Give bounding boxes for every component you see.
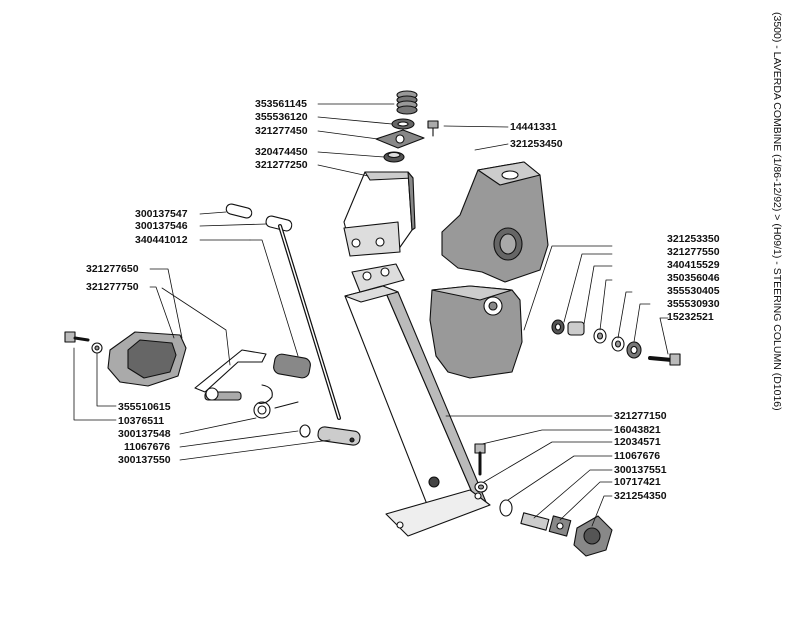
label-340415529: 340415529 [667, 259, 720, 271]
label-10376511: 10376511 [118, 415, 165, 427]
label-12034571: 12034571 [614, 436, 661, 448]
spring-washer-stack [375, 90, 439, 163]
label-355530930: 355530930 [667, 298, 720, 310]
label-300137546: 300137546 [135, 220, 188, 232]
label-14441331: 14441331 [510, 121, 557, 133]
label-350356046: 350356046 [667, 272, 720, 284]
pedal-bracket [194, 349, 361, 446]
label-355536120: 355536120 [255, 111, 308, 123]
label-16043821: 16043821 [614, 424, 661, 436]
upper-pivot-bracket [343, 171, 416, 257]
left-pins-rod [225, 203, 341, 420]
label-321253350: 321253350 [667, 233, 720, 245]
right-bushings-bolt [551, 319, 681, 366]
label-321277650: 321277650 [86, 263, 139, 275]
label-321277750: 321277750 [86, 281, 139, 293]
label-321254350: 321254350 [614, 490, 667, 502]
grip-cover [107, 331, 187, 387]
label-300137548: 300137548 [118, 428, 171, 440]
label-321277250: 321277250 [255, 159, 308, 171]
label-355530405: 355530405 [667, 285, 720, 297]
label-321277150: 321277150 [614, 410, 667, 422]
lower-housing [429, 285, 523, 379]
diagram-title: (3500) - LAVERDA COMBINE (1/86-12/92) > … [771, 12, 783, 411]
label-321277450: 321277450 [255, 125, 308, 137]
label-300137551: 300137551 [614, 464, 667, 476]
label-11067676-left: 11067676 [124, 441, 171, 453]
leader-lines [73, 103, 669, 527]
lower-right-parts [474, 443, 613, 557]
label-321277550: 321277550 [667, 246, 720, 258]
steering-column-tube [344, 263, 491, 537]
left-screw-washer [64, 331, 103, 354]
label-15232521: 15232521 [667, 311, 714, 323]
label-340441012: 340441012 [135, 234, 188, 246]
label-320474450: 320474450 [255, 146, 308, 158]
upper-housing [441, 161, 549, 283]
label-355510615: 355510615 [118, 401, 171, 413]
label-321253450: 321253450 [510, 138, 563, 150]
label-11067676-right: 11067676 [614, 450, 661, 462]
label-10717421: 10717421 [614, 476, 661, 488]
label-300137550: 300137550 [118, 454, 171, 466]
label-300137547: 300137547 [135, 208, 188, 220]
label-353561145: 353561145 [255, 98, 307, 110]
